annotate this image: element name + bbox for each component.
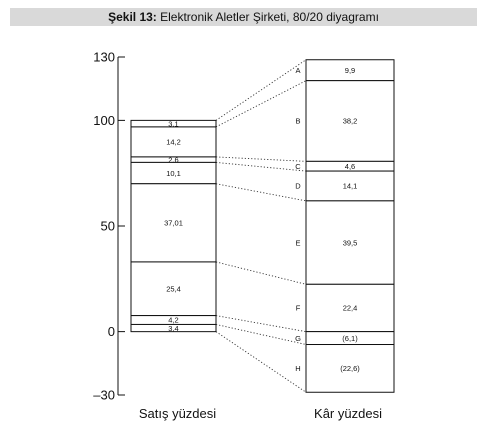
connector-line <box>215 183 307 202</box>
profit-segment-letter: H <box>295 364 300 373</box>
sales-column: 3,1 14,2 2,6 10,1 37,01 25,4 4,23,4 <box>130 119 217 333</box>
profit-segment-letter: G <box>295 334 301 343</box>
profit-segment-label: 22,4 <box>343 304 358 313</box>
y-tick-label: 0 <box>108 324 115 339</box>
sales-segment-label: 10,1 <box>166 169 181 178</box>
profit-segment-letter: B <box>295 117 300 126</box>
sales-segment-label: 2,6 <box>168 155 178 164</box>
sales-segment-label: 25,4 <box>166 284 181 293</box>
profit-segment-letter: E <box>295 238 300 247</box>
profit-segment-letter: F <box>296 304 301 313</box>
sales-segment <box>130 323 217 333</box>
profit-segment-label: (22,6) <box>340 364 360 373</box>
connector-line <box>215 80 307 128</box>
sales-segment-label: 37,01 <box>164 219 183 228</box>
profit-segment-letter: A <box>295 66 300 75</box>
y-tick-label: –30 <box>93 388 115 403</box>
profit-segment-label: 38,2 <box>343 117 358 126</box>
connector-line <box>215 59 307 121</box>
connector-line <box>215 156 307 162</box>
connector-line <box>215 161 307 172</box>
profit-segment <box>305 283 395 333</box>
profit-segment <box>305 344 395 393</box>
connector-line <box>215 331 307 393</box>
profit-segment <box>305 200 395 285</box>
connector-line <box>215 315 307 333</box>
sales-segment-label: 14,2 <box>166 138 181 147</box>
connector-lines <box>215 59 307 393</box>
y-tick-label: 100 <box>93 113 115 128</box>
profit-segment-label: 9,9 <box>345 66 355 75</box>
chart-title-rest: Elektronik Aletler Şirketi, 80/20 diyagr… <box>156 10 379 24</box>
profit-segment <box>305 80 395 162</box>
connector-line <box>215 324 307 345</box>
sales-segment-label: 3,4 <box>168 324 178 333</box>
sales-segment <box>130 261 217 317</box>
profit-axis-title: Kâr yüzdesi <box>314 406 382 421</box>
y-tick-label: 130 <box>93 50 115 65</box>
profit-segment <box>305 170 395 202</box>
profit-segment-letter: C <box>295 162 301 171</box>
sales-segment <box>130 183 217 263</box>
profit-column: 9,9 A 38,2 B 4,6 C 14,1 D 39,5 E 22,4 F (6,1) G (22,6)… <box>295 59 395 393</box>
y-tick-label: 50 <box>101 219 115 234</box>
chart-title-bold: Şekil 13: <box>108 10 157 24</box>
sales-segment-label: 4,2 <box>168 316 178 325</box>
chart-title: Şekil 13: Elektronik Aletler Şirketi, 80… <box>10 8 477 26</box>
profit-segment-label: 39,5 <box>343 238 358 247</box>
sales-segment-label: 3,1 <box>168 119 178 128</box>
profit-segment-label: 4,6 <box>345 162 355 171</box>
profit-segment-letter: D <box>295 182 301 191</box>
profit-segment-label: 14,1 <box>343 182 358 191</box>
y-axis: 130 100 50 0 –30 <box>93 50 125 403</box>
connector-line <box>215 261 307 285</box>
sales-axis-title: Satış yüzdesi <box>139 406 216 421</box>
sales-segment <box>130 126 217 158</box>
profit-segment-label: (6,1) <box>342 334 358 343</box>
